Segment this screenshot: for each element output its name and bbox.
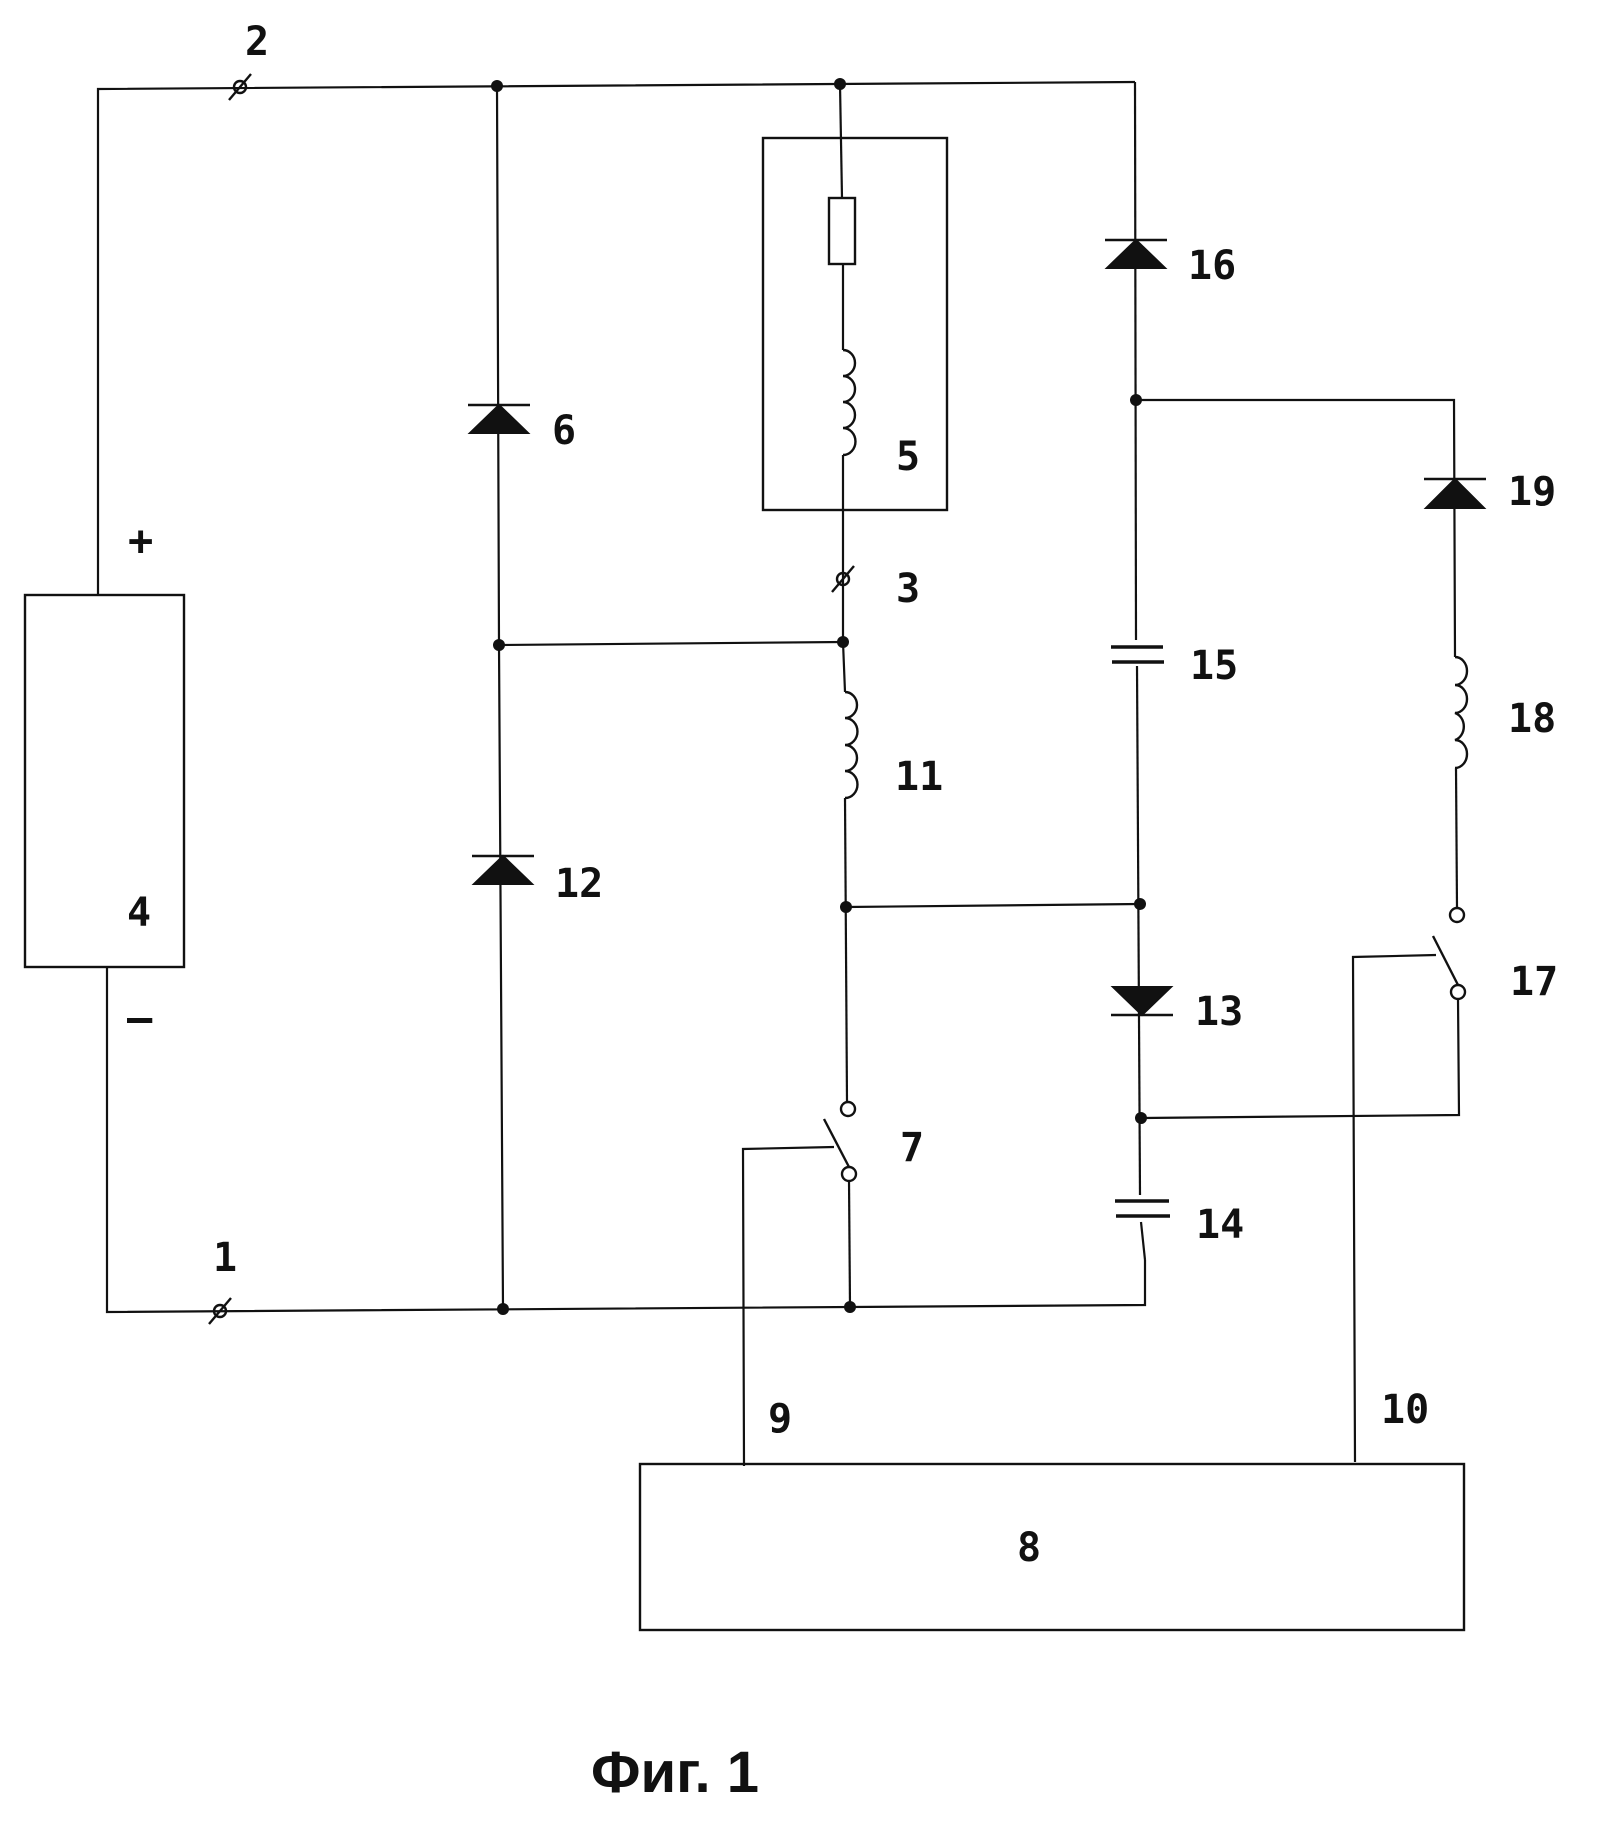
wire-sw17-bottom	[1140, 999, 1459, 1118]
label-control-10: 10	[1381, 1387, 1429, 1433]
wire-bottom-rail	[107, 967, 1145, 1312]
inductor-load-5	[843, 350, 855, 455]
label-capacitor-14: 14	[1196, 1202, 1244, 1248]
label-diode-12: 12	[555, 861, 603, 907]
switch-7	[824, 1102, 856, 1181]
label-block-8: 8	[1017, 1525, 1041, 1571]
label-diode-6: 6	[552, 408, 576, 454]
wire-column-6-12	[497, 86, 503, 1309]
resistor-load-5	[829, 198, 855, 264]
label-diode-19: 19	[1508, 469, 1556, 515]
wire-sw7-bottom	[849, 1180, 850, 1307]
wire-coil18-down	[1456, 768, 1457, 908]
wire-coil11-down	[845, 798, 847, 1102]
diode-6	[468, 405, 530, 433]
diode-12	[472, 856, 534, 884]
inductor-18	[1455, 657, 1467, 768]
wire-top-rail	[98, 82, 1135, 595]
label-diode-16: 16	[1188, 243, 1236, 289]
wire-mid-link	[499, 642, 843, 645]
label-terminal-3: 3	[896, 566, 920, 612]
capacitor-15	[1111, 647, 1164, 662]
control-unit-block-8	[640, 1464, 1464, 1630]
wires	[98, 82, 1459, 1466]
diode-16	[1105, 240, 1167, 268]
label-inductor-11: 11	[895, 754, 943, 800]
label-plus: +	[128, 516, 153, 565]
wire-right-link	[846, 904, 1140, 907]
diode-13	[1111, 987, 1173, 1015]
control-line-10	[1353, 955, 1436, 1462]
label-block-4: 4	[127, 890, 151, 936]
label-control-9: 9	[768, 1396, 792, 1442]
label-switch-7: 7	[900, 1125, 924, 1171]
figure-caption: Фиг. 1	[591, 1740, 759, 1805]
label-switch-17: 17	[1510, 959, 1558, 1005]
label-diode-13: 13	[1195, 989, 1243, 1035]
label-inductor-18: 18	[1508, 696, 1556, 742]
wire-load-column	[840, 84, 842, 198]
label-terminal-2: 2	[245, 19, 269, 65]
wire-right-column	[1135, 82, 1136, 640]
wire-c14-down	[1141, 1222, 1145, 1260]
label-capacitor-15: 15	[1190, 643, 1238, 689]
capacitor-14	[1115, 1201, 1170, 1216]
inductor-11	[845, 692, 857, 798]
switch-17	[1433, 908, 1465, 999]
power-source-block-4	[25, 595, 184, 967]
wire-branch-top	[1136, 400, 1455, 657]
junction-dots	[491, 78, 1147, 1315]
diode-19	[1424, 479, 1486, 508]
label-terminal-1: 1	[213, 1235, 237, 1281]
label-block-5: 5	[896, 434, 920, 480]
label-minus: –	[127, 993, 153, 1042]
